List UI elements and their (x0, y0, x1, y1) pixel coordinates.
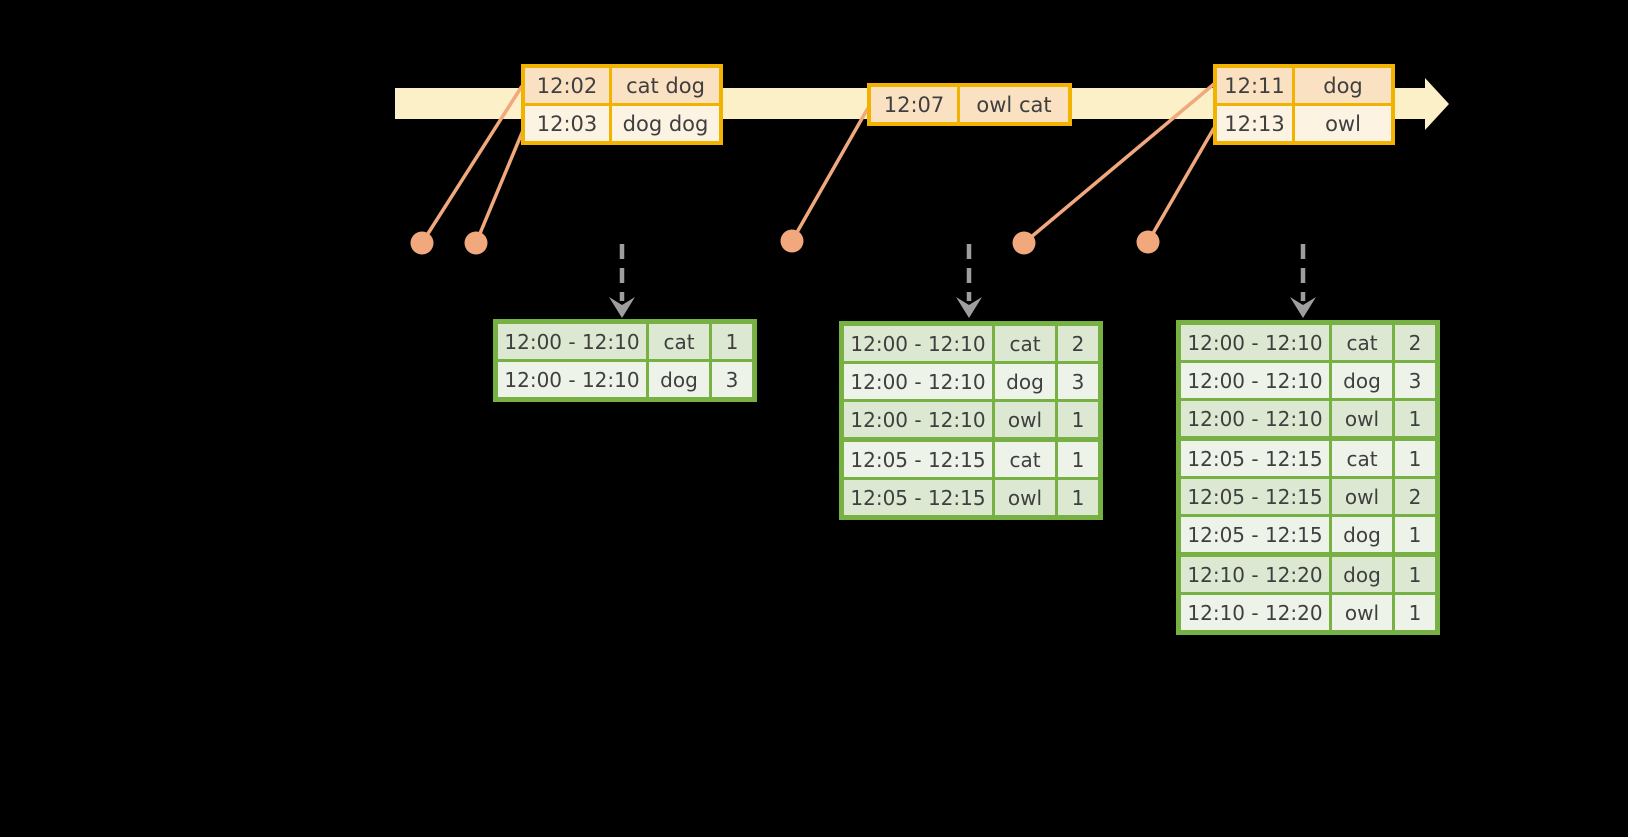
event-words: owl (1292, 103, 1395, 145)
event-words: dog dog (609, 103, 723, 145)
connector-line (790, 107, 870, 242)
event-words: dog (1292, 64, 1395, 106)
result-count: 2 (1392, 476, 1439, 517)
result-window: 12:00 - 12:10 (494, 359, 649, 401)
result-window: 12:00 - 12:10 (840, 361, 995, 402)
result-count: 1 (709, 320, 756, 362)
event-dot (780, 229, 804, 253)
event-time: 12:11 (1213, 64, 1295, 106)
result-window: 12:00 - 12:10 (1177, 321, 1332, 363)
result-word: dog (992, 361, 1058, 402)
event-dot (1012, 231, 1036, 255)
result-window: 12:00 - 12:10 (840, 399, 995, 441)
trigger-arrowhead-icon (956, 297, 982, 318)
result-word: owl (992, 477, 1058, 519)
result-window: 12:00 - 12:10 (840, 322, 995, 364)
result-count: 1 (1055, 437, 1102, 480)
result-window: 12:00 - 12:10 (1177, 398, 1332, 440)
result-word: dog (1329, 514, 1395, 556)
event-time: 12:07 (867, 83, 960, 126)
result-count: 1 (1392, 398, 1439, 440)
result-word: cat (992, 437, 1058, 480)
result-count: 3 (1055, 361, 1102, 402)
result-word: dog (1329, 552, 1395, 595)
event-dot (1136, 230, 1160, 254)
result-word: dog (1329, 360, 1395, 401)
result-count: 1 (1392, 514, 1439, 556)
event-dot (410, 231, 434, 255)
result-window: 12:05 - 12:15 (840, 437, 995, 480)
result-count: 1 (1392, 592, 1439, 634)
event-time: 12:13 (1213, 103, 1295, 145)
event-words: cat dog (609, 64, 723, 106)
result-word: owl (1329, 592, 1395, 634)
result-window: 12:00 - 12:10 (494, 320, 649, 362)
result-window: 12:05 - 12:15 (840, 477, 995, 519)
result-count: 1 (1055, 477, 1102, 519)
result-word: owl (1329, 398, 1395, 440)
result-count: 3 (1392, 360, 1439, 401)
result-word: owl (992, 399, 1058, 441)
result-window: 12:10 - 12:20 (1177, 552, 1332, 595)
result-word: dog (646, 359, 712, 401)
result-count: 2 (1055, 322, 1102, 364)
result-window: 12:00 - 12:10 (1177, 360, 1332, 401)
trigger-arrowhead-icon (1290, 297, 1316, 318)
trigger-arrowhead-icon (609, 297, 635, 318)
connector-line (1022, 82, 1216, 245)
event-time: 12:02 (521, 64, 612, 106)
event-words: owl cat (957, 83, 1072, 126)
connector-line (420, 85, 524, 244)
result-count: 2 (1392, 321, 1439, 363)
result-word: cat (992, 322, 1058, 364)
event-dot (464, 231, 488, 255)
connector-line (1146, 127, 1216, 243)
result-window: 12:05 - 12:15 (1177, 514, 1332, 556)
result-window: 12:05 - 12:15 (1177, 436, 1332, 479)
result-count: 1 (1055, 399, 1102, 441)
connector-line (474, 127, 526, 244)
result-count: 3 (709, 359, 756, 401)
result-word: owl (1329, 476, 1395, 517)
result-count: 1 (1392, 436, 1439, 479)
result-word: cat (1329, 436, 1395, 479)
result-count: 1 (1392, 552, 1439, 595)
result-window: 12:05 - 12:15 (1177, 476, 1332, 517)
result-word: cat (1329, 321, 1395, 363)
result-word: cat (646, 320, 712, 362)
timeline-arrowhead (1425, 78, 1449, 130)
event-time: 12:03 (521, 103, 612, 145)
result-window: 12:10 - 12:20 (1177, 592, 1332, 634)
